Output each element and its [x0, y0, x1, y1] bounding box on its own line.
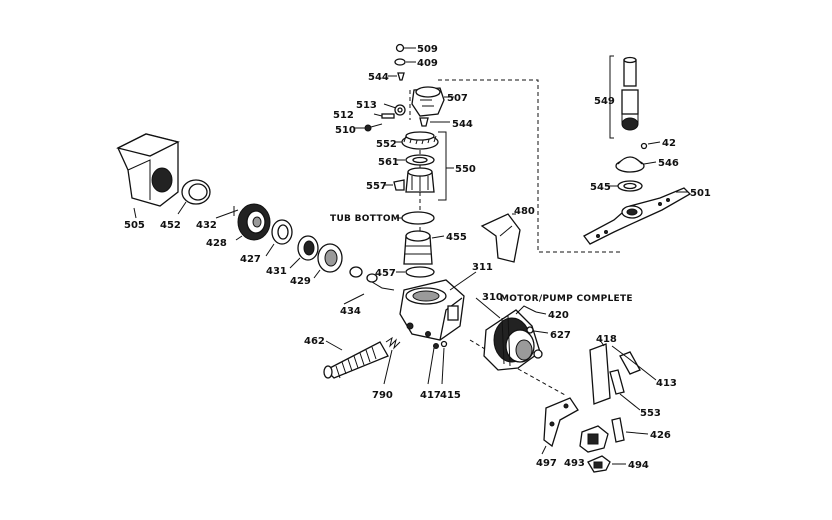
- part-label-546: 546: [658, 158, 679, 169]
- tube-549: [621, 56, 639, 131]
- part-label-512: 512: [333, 110, 354, 121]
- part-label-497: 497: [536, 458, 557, 469]
- tub-bottom-label: TUB BOTTOM: [330, 214, 400, 224]
- part-label-42: 42: [662, 138, 676, 149]
- part-label-415: 415: [440, 390, 461, 401]
- part-label-413: 413: [656, 378, 677, 389]
- part-label-455: 455: [446, 232, 467, 243]
- part-label-311: 311: [472, 262, 493, 273]
- part-label-507: 507: [447, 93, 468, 104]
- part-label-462: 462: [304, 336, 325, 347]
- part-label-428: 428: [206, 238, 227, 249]
- nut-513: [383, 103, 406, 116]
- switch-553: [609, 369, 641, 411]
- part-label-494: 494: [628, 460, 649, 471]
- bracket-549: [609, 55, 614, 139]
- wire-420: [515, 305, 547, 315]
- part-label-544-top: 544: [368, 72, 389, 83]
- screw-415: [440, 340, 448, 385]
- part-label-417: 417: [420, 390, 441, 401]
- washer-545: [606, 180, 643, 192]
- switch-494: [587, 455, 626, 473]
- clip-42: [640, 141, 661, 150]
- part-label-561: 561: [378, 157, 399, 168]
- part-label-493: 493: [564, 458, 585, 469]
- pump-housing-311: [399, 271, 477, 341]
- seal-561: [396, 154, 435, 166]
- mount-497: [541, 397, 579, 455]
- part-label-510: 510: [335, 125, 356, 136]
- part-label-420: 420: [548, 310, 569, 321]
- clip-544-lower: [419, 117, 450, 127]
- clip-544-top: [388, 72, 405, 81]
- bracket-418: [589, 339, 611, 405]
- shroud-480: [480, 213, 521, 263]
- part-label-452: 452: [160, 220, 181, 231]
- part-label-409: 409: [417, 58, 438, 69]
- part-label-427: 427: [240, 254, 261, 265]
- leader-434: [343, 293, 365, 305]
- tub-bottom-ring: [397, 211, 435, 225]
- part-label-480: 480: [514, 206, 535, 217]
- part-label-505: 505: [124, 220, 145, 231]
- auger-462: [323, 340, 389, 379]
- cap-546: [615, 156, 657, 173]
- lever-413: [611, 345, 657, 381]
- part-label-434: 434: [340, 306, 361, 317]
- motor-310: [475, 297, 543, 371]
- part-label-550: 550: [455, 164, 476, 175]
- part-label-426: 426: [650, 430, 671, 441]
- part-label-545: 545: [590, 182, 611, 193]
- bracket-426: [611, 417, 649, 443]
- part-label-418: 418: [596, 334, 617, 345]
- fitting-557: [384, 179, 405, 191]
- shaft-housing: [405, 167, 435, 193]
- screw-510: [354, 123, 383, 132]
- ring-431: [289, 235, 319, 269]
- screw-434-b: [366, 273, 395, 291]
- motor-pump-complete-label: MOTOR/PUMP COMPLETE: [500, 294, 633, 304]
- screw-434-a: [349, 266, 363, 278]
- screw-627: [526, 326, 549, 334]
- ring-457: [396, 266, 435, 278]
- part-label-552: 552: [376, 139, 397, 150]
- part-label-310: 310: [482, 292, 503, 303]
- part-label-544-lower: 544: [452, 119, 473, 130]
- part-label-432: 432: [196, 220, 217, 231]
- part-label-557: 557: [366, 181, 387, 192]
- manifold-507: [411, 86, 454, 117]
- shaft-432: [215, 206, 239, 219]
- part-label-501: 501: [690, 188, 711, 199]
- washer-409: [394, 58, 416, 66]
- gear-428: [235, 203, 271, 241]
- part-label-627: 627: [550, 330, 571, 341]
- part-label-513: 513: [356, 100, 377, 111]
- bracket-550: [438, 131, 454, 201]
- part-label-431: 431: [266, 266, 287, 277]
- spring-790: [383, 336, 401, 385]
- part-label-429: 429: [290, 276, 311, 287]
- part-label-509: 509: [417, 44, 438, 55]
- wash-arm-501: [583, 187, 692, 245]
- housing-505: [116, 133, 180, 219]
- ring-427: [265, 219, 293, 257]
- impeller-552: [396, 131, 439, 150]
- stud-512: [373, 113, 395, 119]
- solenoid-493: [579, 425, 609, 453]
- coupling-455: [403, 230, 445, 265]
- cap-429: [313, 243, 343, 279]
- part-label-553: 553: [640, 408, 661, 419]
- screw-417: [427, 343, 439, 385]
- part-label-549: 549: [594, 96, 615, 107]
- screw-509: [395, 43, 416, 53]
- part-label-457: 457: [375, 268, 396, 279]
- part-label-790: 790: [372, 390, 393, 401]
- clamp-452: [177, 179, 211, 215]
